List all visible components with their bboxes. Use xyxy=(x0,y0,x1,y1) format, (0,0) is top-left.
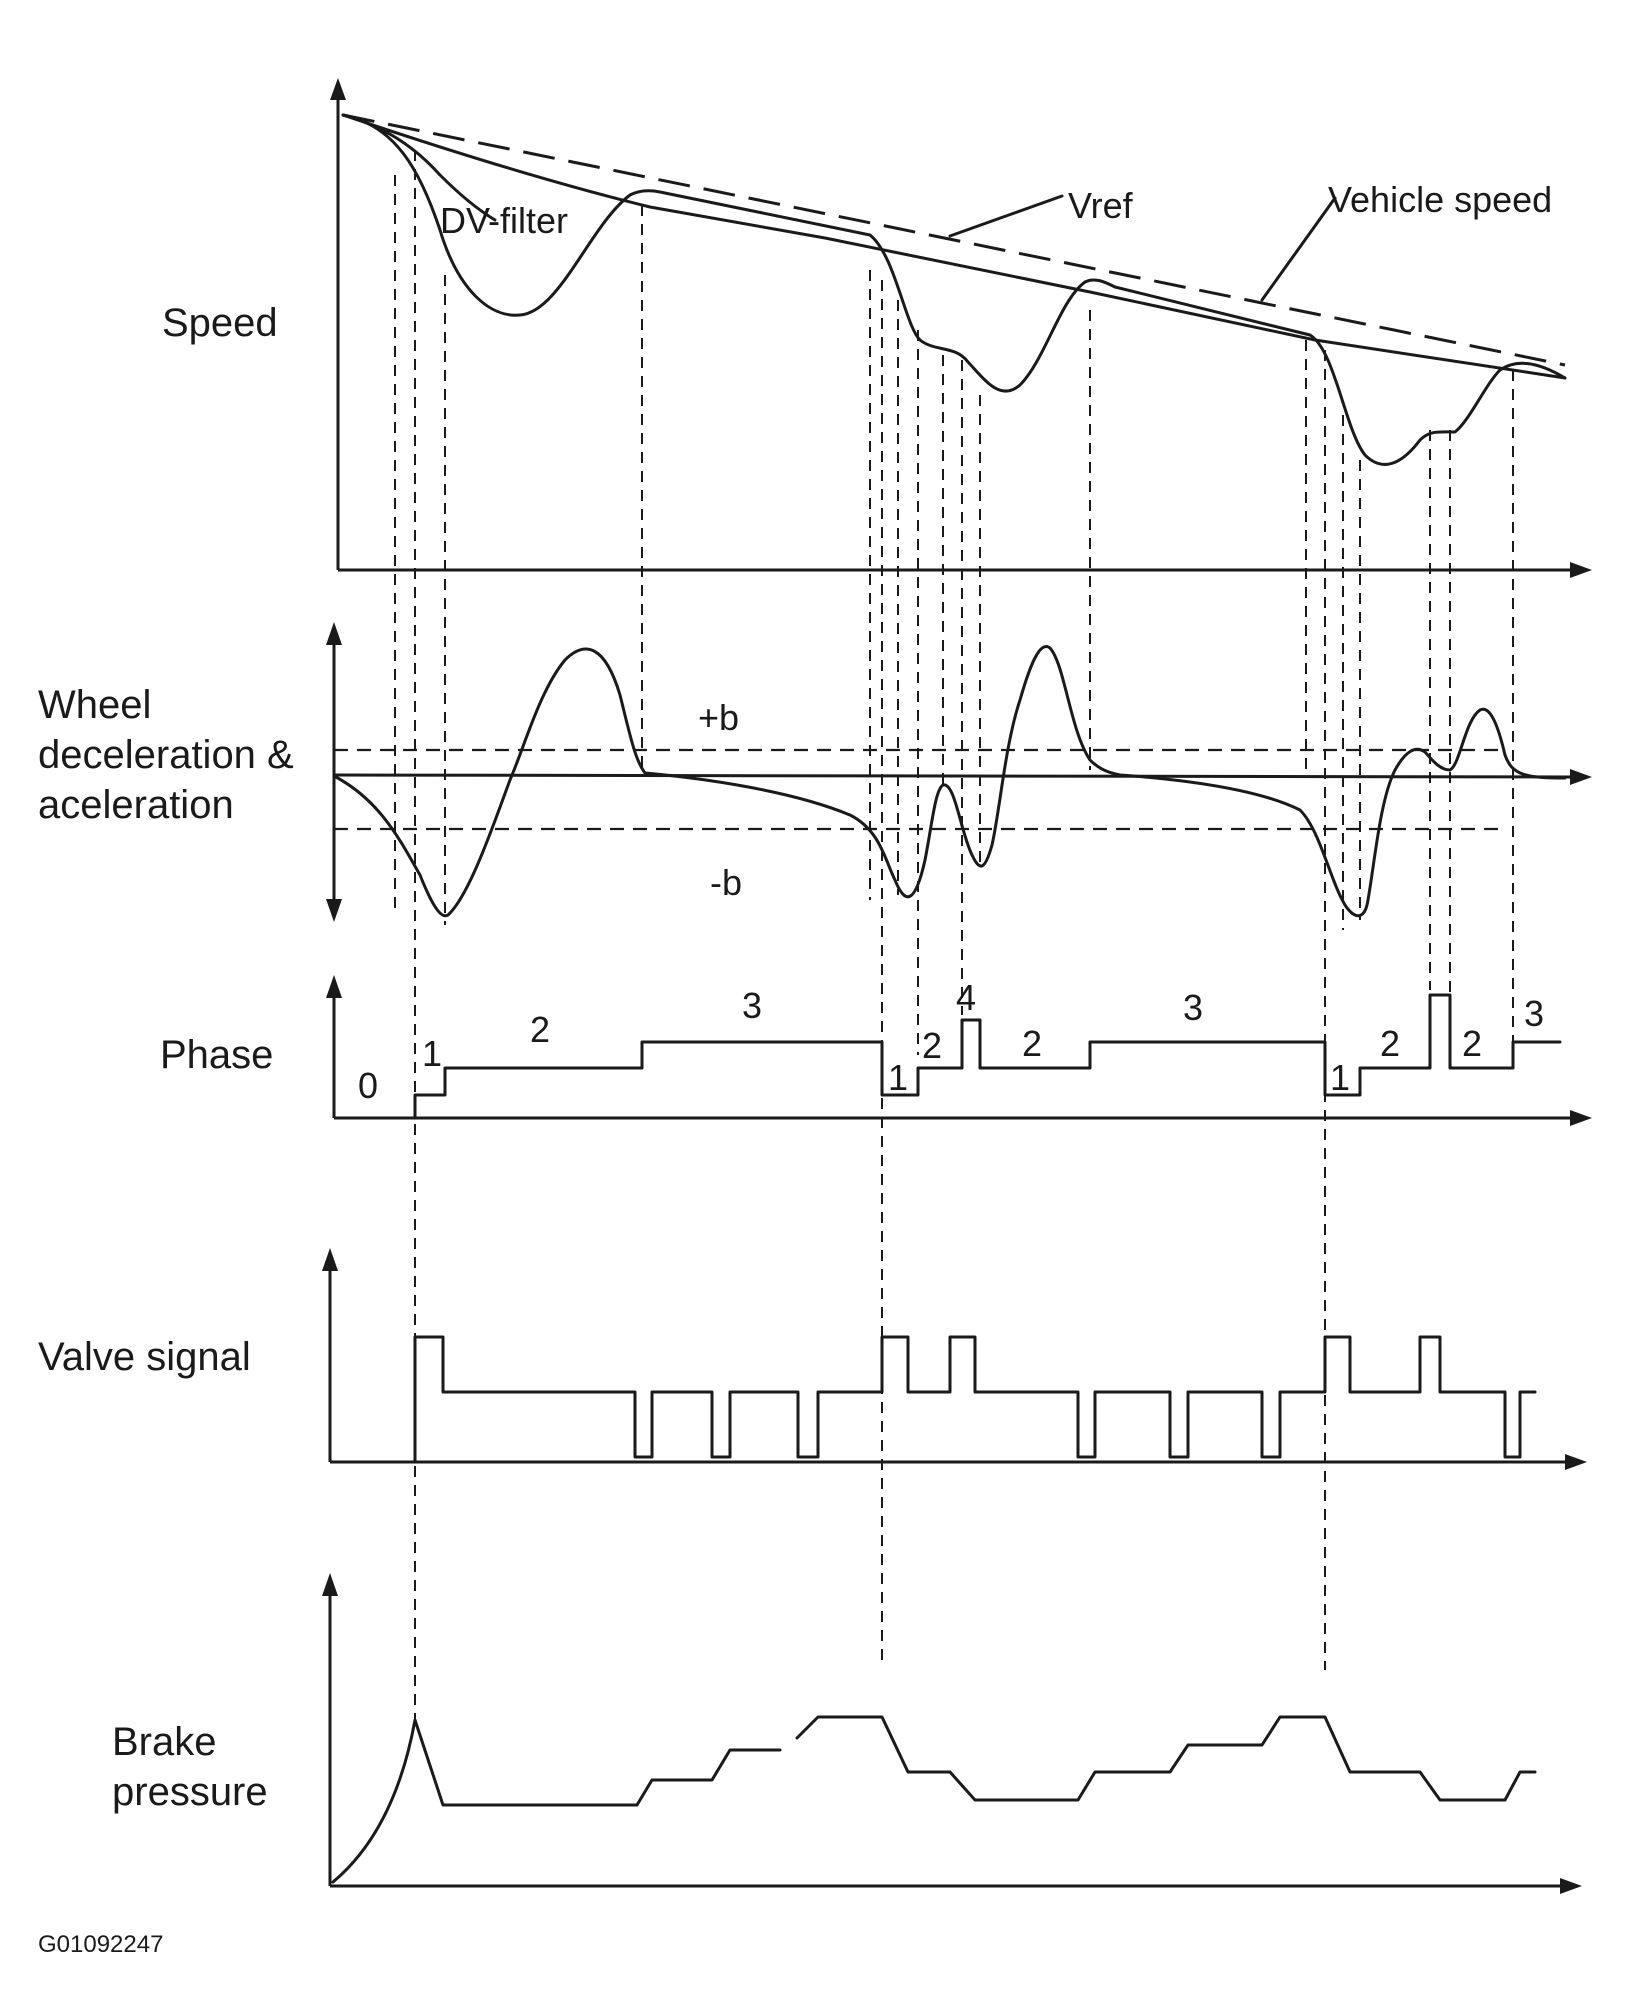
phase-number: 1 xyxy=(1330,1057,1350,1098)
phase-number: 2 xyxy=(1462,1023,1482,1064)
phase-number: 2 xyxy=(922,1025,942,1066)
minus-b-label: -b xyxy=(710,862,742,903)
speed-axes xyxy=(330,78,1592,578)
phase-number: 0 xyxy=(358,1065,378,1106)
brake-pressure-line xyxy=(331,1715,1537,1884)
vehicle-speed-line xyxy=(342,113,1566,367)
valve-signal-label: Valve signal xyxy=(38,1335,251,1379)
wheel-deceleration-label: Wheel deceleration & aceleration xyxy=(38,683,294,827)
wheel-acceleration-curve xyxy=(332,645,1567,918)
phase-number: 2 xyxy=(1022,1023,1042,1064)
phase-boundary-lines xyxy=(394,150,1514,1100)
brake-label-line-1: Brake xyxy=(112,1720,217,1764)
phase-number: 1 xyxy=(888,1057,908,1098)
phase-number: 2 xyxy=(530,1009,550,1050)
phase-number: 2 xyxy=(1380,1023,1400,1064)
vref-line xyxy=(341,113,1567,380)
wheel-speed-curve xyxy=(341,113,1567,466)
figure-code: G01092247 xyxy=(38,1931,163,1958)
phase-number: 1 xyxy=(422,1033,442,1074)
phase-number: 3 xyxy=(742,985,762,1026)
valve-signal-line xyxy=(413,1335,1537,1464)
valve-signal-axes xyxy=(322,1248,1587,1470)
wheel-acceleration-axes xyxy=(326,622,342,922)
vref-label: Vref xyxy=(1068,185,1134,226)
vref-leader xyxy=(948,194,1064,238)
threshold-lines xyxy=(332,748,1592,831)
phase-step-line xyxy=(413,993,1562,1120)
wheel-label-line-2: deceleration & xyxy=(38,733,294,777)
phase-axes xyxy=(326,975,1592,1126)
vehicle-speed-leader xyxy=(1260,196,1337,302)
brake-pressure-label: Brake pressure xyxy=(112,1720,268,1814)
plus-b-label: +b xyxy=(698,697,739,738)
phase-number: 4 xyxy=(956,977,976,1018)
vehicle-speed-label: Vehicle speed xyxy=(1328,179,1552,220)
wheel-label-line-1: Wheel xyxy=(38,683,151,727)
wheel-label-line-3: aceleration xyxy=(38,783,234,827)
dv-filter-label: DV-filter xyxy=(440,200,568,241)
phase-label: Phase xyxy=(160,1033,273,1077)
brake-label-line-2: pressure xyxy=(112,1770,268,1814)
brake-pressure-axes xyxy=(322,1573,1582,1894)
phase-number: 3 xyxy=(1524,993,1544,1034)
speed-label: Speed xyxy=(162,301,278,345)
phase-number: 3 xyxy=(1183,987,1203,1028)
cycle-start-link-lines xyxy=(414,920,1326,1720)
phase-numbers: 0 1 2 3 1 2 4 2 3 1 2 2 3 xyxy=(358,977,1544,1106)
